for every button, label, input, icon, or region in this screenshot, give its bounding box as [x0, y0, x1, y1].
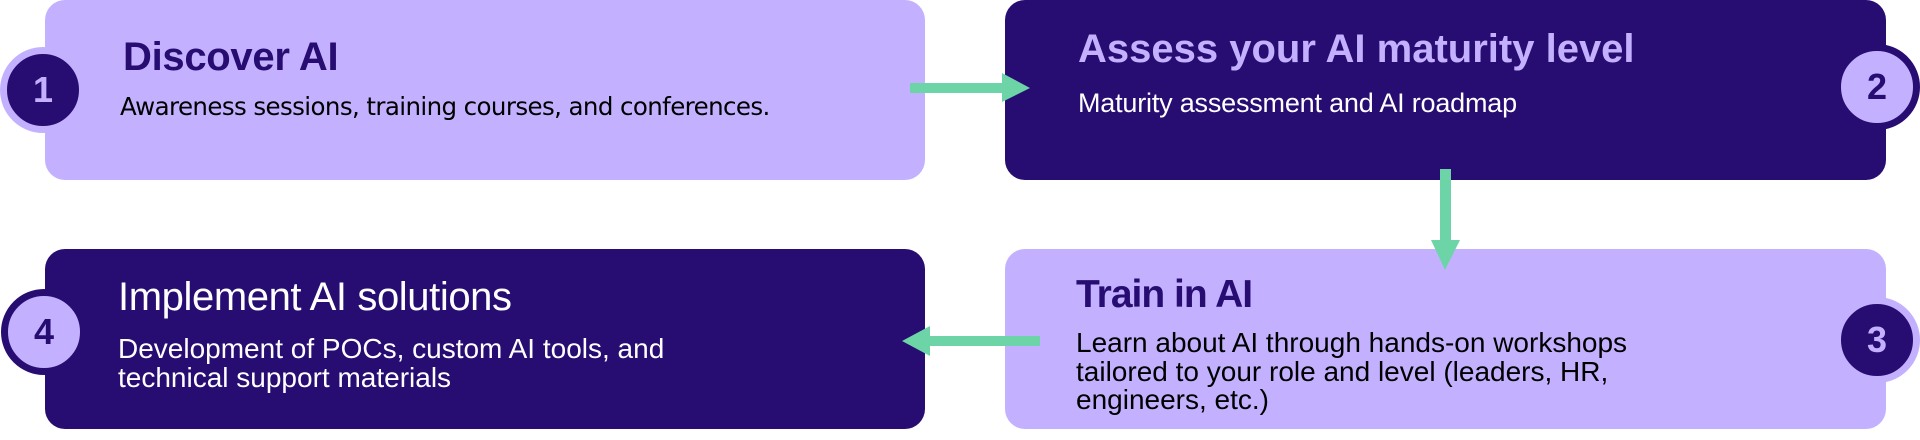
step-3-description-line: Learn about AI through hands-on workshop…	[1076, 327, 1628, 358]
step-3-number-badge: 3	[1834, 297, 1920, 383]
step-2-number-badge: 2	[1834, 44, 1920, 130]
step-1-number-badge: 1	[0, 47, 86, 133]
step-4-title: Implement AI solutions	[118, 275, 512, 319]
step-2-card: Assess your AI maturity level Maturity a…	[1005, 0, 1886, 180]
step-3-title: Train in AI	[1076, 273, 1253, 316]
step-1-card: Discover AI Awareness sessions, training…	[45, 0, 925, 180]
step-3-description-line: tailored to your role and level (leaders…	[1076, 355, 1609, 387]
step-2-description: Maturity assessment and AI roadmap	[1078, 88, 1517, 118]
step-4-card: Implement AI solutions Development of PO…	[45, 249, 925, 429]
step-3-description-line: engineers, etc.)	[1076, 384, 1269, 415]
step-3-description: Learn about AI through hands-on workshop…	[1076, 327, 1628, 415]
step-3-card: Train in AI Learn about AI through hands…	[1005, 249, 1886, 429]
step-4-description-line: Development of POCs, custom AI tools, an…	[118, 333, 665, 364]
step-1-description: Awareness sessions, training courses, an…	[120, 92, 770, 121]
step-4-description-line: technical support materials	[118, 362, 452, 393]
step-1-title: Discover AI	[123, 35, 339, 79]
step-4-number-badge: 4	[1, 289, 87, 375]
step-2-title: Assess your AI maturity level	[1078, 27, 1635, 71]
step-4-description: Development of POCs, custom AI tools, an…	[118, 334, 664, 392]
